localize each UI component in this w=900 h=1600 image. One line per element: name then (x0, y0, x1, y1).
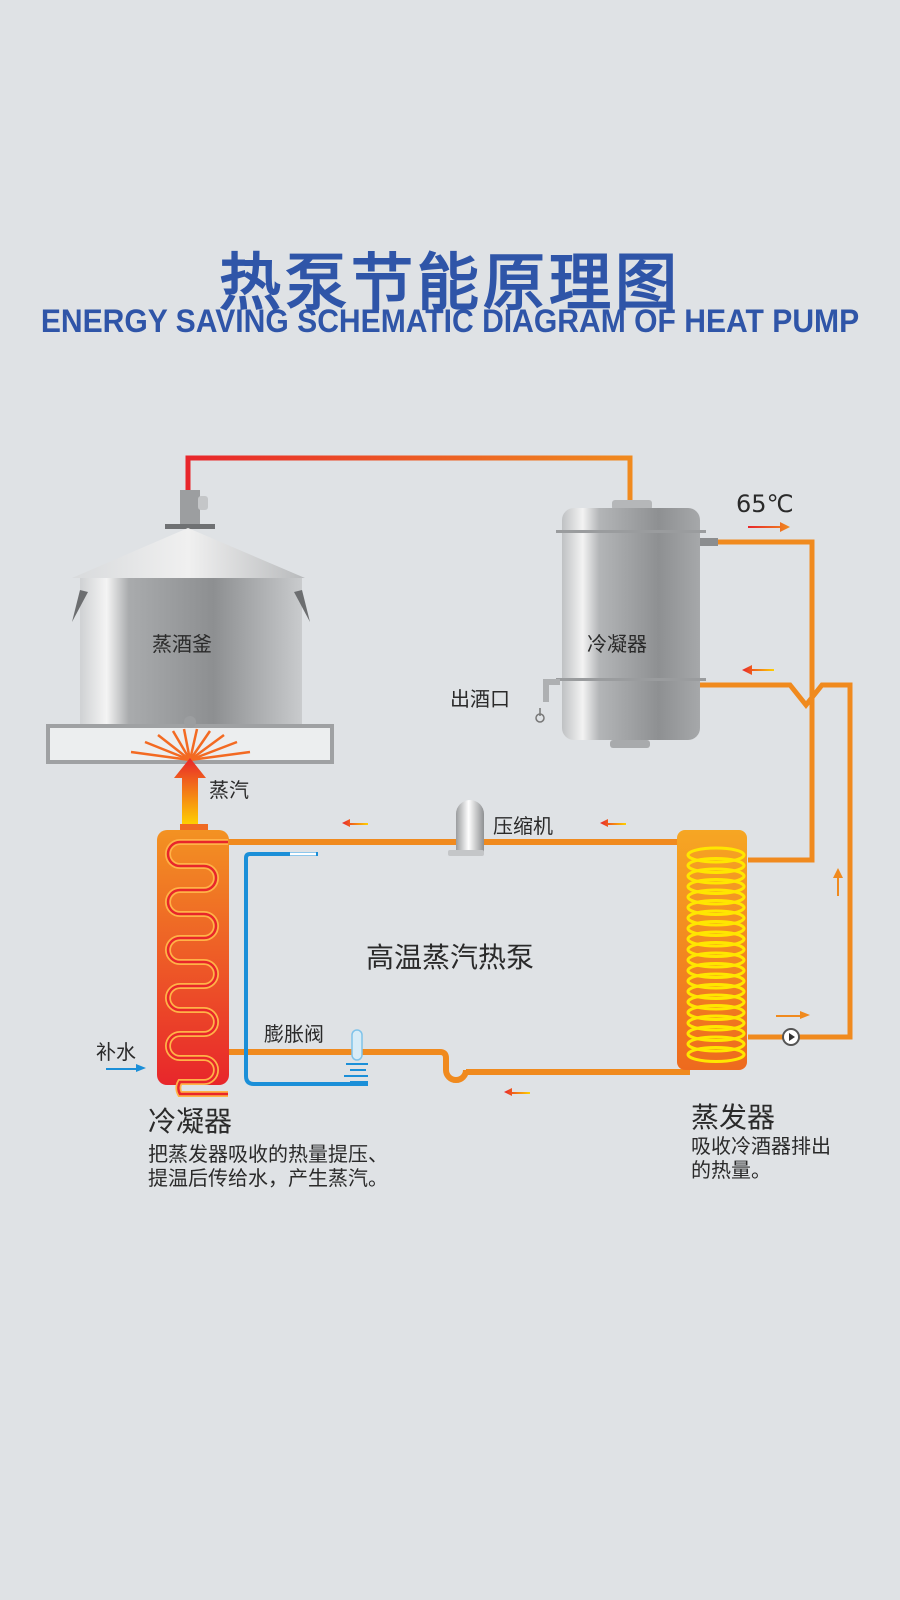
distiller-icon (46, 490, 334, 764)
evaporator-description: 吸收冷酒器排出 的热量。 (691, 1134, 831, 1182)
evaporator-coil (686, 1014, 746, 1032)
arrow-left-return (742, 665, 774, 675)
condenser-desc-line1: 把蒸发器吸收的热量提压、 (148, 1142, 388, 1166)
condenser-desc-line2: 提温后传给水，产生蒸汽。 (148, 1166, 388, 1190)
evaporator-coil (686, 951, 746, 969)
arrow-right-bottom (776, 1011, 810, 1019)
evaporator-coil (686, 1025, 746, 1042)
evaporator-coil (686, 1035, 746, 1053)
hot-water-outlet-pipe (718, 539, 815, 863)
condenser-icon (157, 824, 229, 1097)
evaporator-coil (686, 920, 746, 937)
arrow-up-right (833, 868, 843, 896)
evaporator-desc-line1: 吸收冷酒器排出 (691, 1134, 831, 1158)
evaporator-coil (686, 867, 746, 885)
top-condenser-label: 冷凝器 (587, 632, 647, 656)
evaporator-coil (686, 899, 746, 916)
evaporator-coil (686, 846, 746, 864)
heat-radiation-arrows (130, 728, 251, 762)
refrigerant-return-line (229, 1049, 690, 1083)
condenser-title: 冷凝器 (148, 1105, 233, 1138)
evaporator-coil (686, 888, 746, 906)
return-water-pipe (700, 682, 853, 1040)
expansion-valve-icon (344, 1029, 368, 1083)
evaporator-coil (686, 983, 746, 1000)
makeup-water-label: 补水 (96, 1040, 136, 1064)
evaporator-coil (686, 930, 746, 948)
evaporator-desc-line2: 的热量。 (691, 1158, 771, 1182)
distiller-label: 蒸酒釜 (152, 632, 212, 656)
page-title: 热泵节能原理图 (218, 246, 681, 319)
steam-arrow-icon (174, 758, 206, 826)
evaporator-coil (686, 972, 746, 990)
center-label: 高温蒸汽热泵 (366, 941, 535, 974)
expansion-valve-label: 膨胀阀 (264, 1022, 324, 1046)
wine-outlet-label: 出酒口 (450, 687, 510, 711)
steam-label: 蒸汽 (209, 778, 249, 802)
evaporator-coil (686, 878, 746, 895)
evaporator-coil (686, 1004, 746, 1021)
compressor-label: 压缩机 (493, 814, 553, 838)
evaporator-coil (686, 962, 746, 979)
arrow-right-65c (748, 522, 790, 532)
top-condenser-icon (535, 500, 718, 748)
water-pipe (244, 852, 368, 1086)
makeup-water-arrow (106, 1064, 146, 1072)
evaporator-coil (686, 993, 746, 1011)
evaporator-coil (686, 1046, 746, 1063)
evaporator-coil (686, 909, 746, 927)
condenser-description: 把蒸发器吸收的热量提压、 提温后传给水，产生蒸汽。 (148, 1142, 388, 1190)
page-subtitle: ENERGY SAVING SCHEMATIC DIAGRAM OF HEAT … (40, 303, 860, 339)
vapor-pipe (185, 455, 633, 505)
evaporator-icon (677, 830, 747, 1070)
evaporator-coil (686, 857, 746, 874)
temperature-label: 65℃ (736, 490, 794, 518)
evaporator-title: 蒸发器 (691, 1101, 776, 1134)
evaporator-coil (686, 941, 746, 958)
compressor-icon (448, 800, 484, 856)
